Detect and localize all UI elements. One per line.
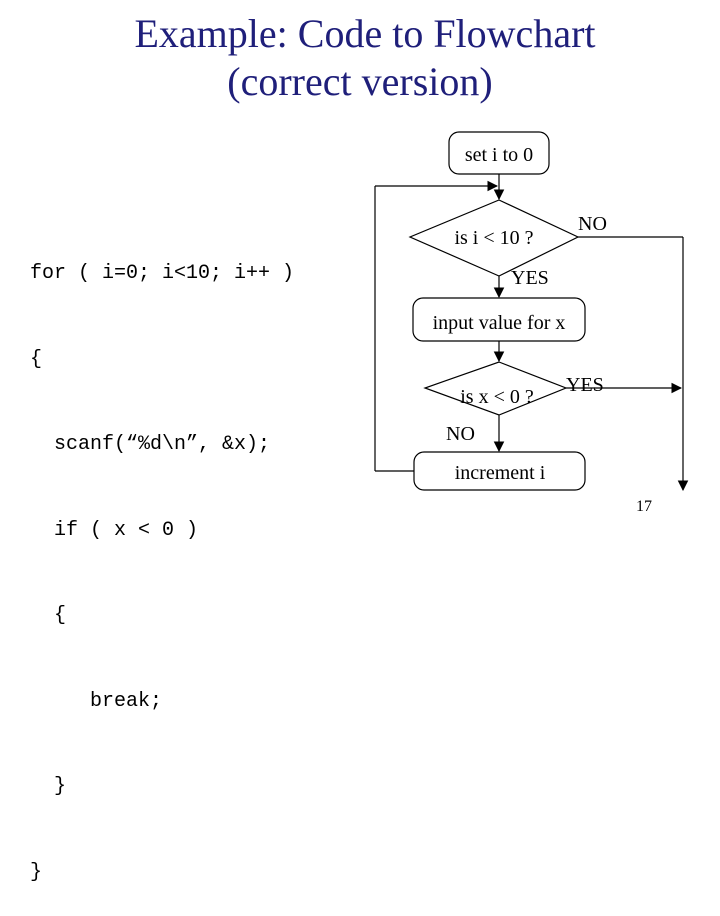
neg-yes-label: YES bbox=[566, 374, 604, 396]
neg-test-label: is x < 0 ? bbox=[460, 386, 534, 408]
code-line: { bbox=[30, 604, 67, 627]
loop-yes-label: YES bbox=[511, 267, 549, 289]
code-line: } bbox=[30, 775, 67, 798]
code-line: scanf(“%d\n”, &x); bbox=[30, 433, 271, 456]
loop-test-label: is i < 10 ? bbox=[454, 227, 533, 249]
page-number: 17 bbox=[636, 498, 652, 515]
init-label: set i to 0 bbox=[465, 144, 533, 166]
input-label: input value for x bbox=[433, 312, 566, 334]
flowchart: set i to 0 is i < 10 ? NO YES input valu… bbox=[374, 131, 689, 492]
code-line: { bbox=[30, 347, 43, 371]
neg-no-label: NO bbox=[446, 423, 475, 445]
title-line-1: Example: Code to Flowchart bbox=[134, 11, 596, 56]
loop-no-label: NO bbox=[578, 213, 607, 235]
code-line: } bbox=[30, 860, 43, 884]
title-line-2: (correct version) bbox=[227, 59, 493, 104]
code-line: if ( x < 0 ) bbox=[30, 518, 199, 542]
slide-title: Example: Code to Flowchart (correct vers… bbox=[0, 10, 720, 106]
code-line: break; bbox=[30, 689, 163, 713]
code-line: for ( i=0; i<10; i++ ) bbox=[30, 262, 295, 285]
increment-label: increment i bbox=[455, 462, 546, 484]
